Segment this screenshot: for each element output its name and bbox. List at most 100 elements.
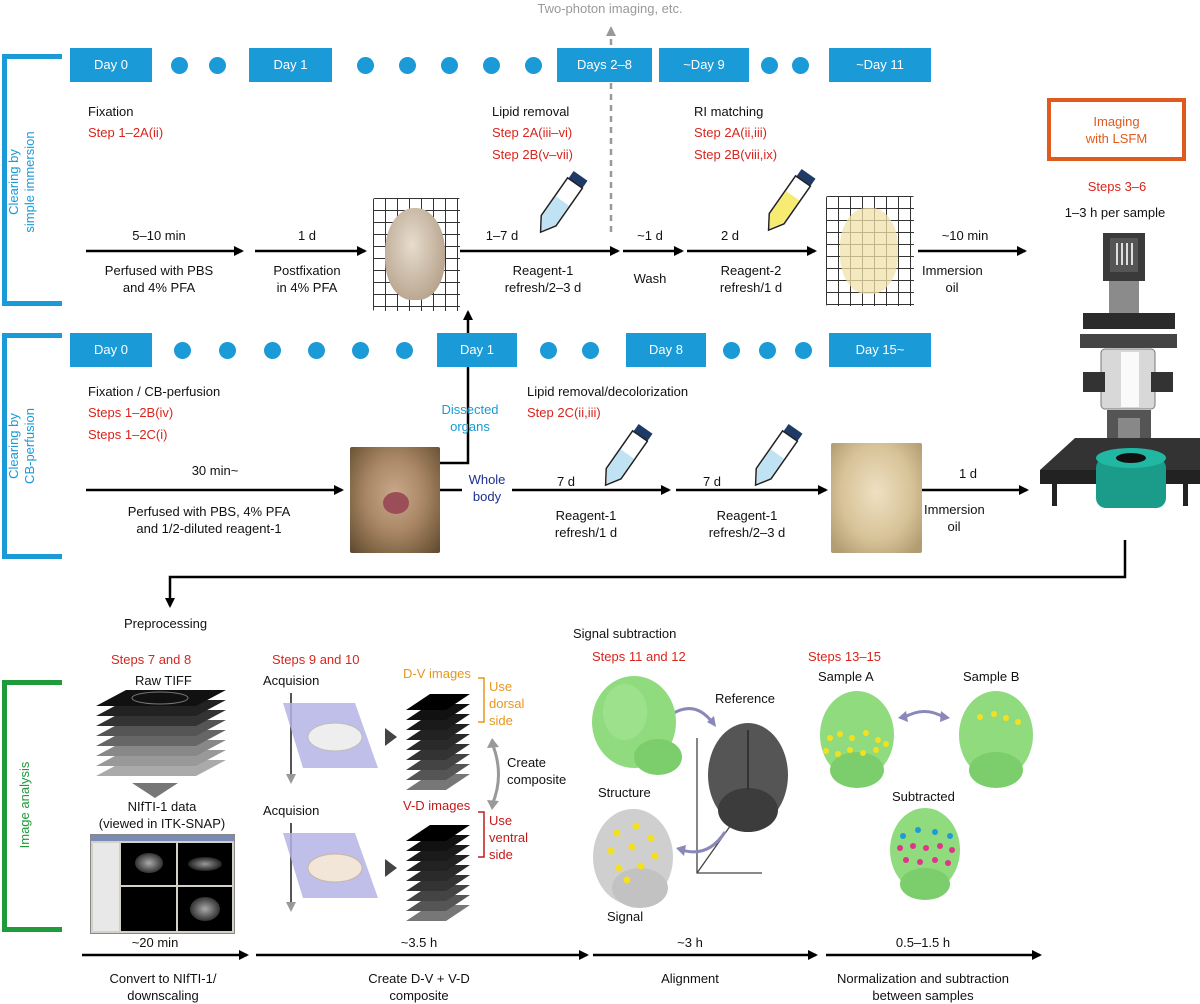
arrow-to-preprocessing <box>165 540 1127 608</box>
arrow-label-top: 0.5–1.5 h <box>895 935 951 950</box>
row1-day-1: Day 1 <box>249 48 332 82</box>
cleared-mouse-photo <box>831 443 922 553</box>
image-analysis-frame <box>2 680 62 932</box>
step-cb-2: Steps 1–2C(i) <box>88 427 168 442</box>
timeline-dot <box>723 342 740 359</box>
arrow-label-top: 1 d <box>958 466 978 481</box>
timeline-dot <box>525 57 542 74</box>
row2-day-15: Day 15~ <box>829 333 931 367</box>
arrow-label-top: 7 d <box>556 474 576 489</box>
sample-b-label: Sample B <box>963 669 1020 684</box>
timeline-dot <box>264 342 281 359</box>
dv-image-stack <box>406 694 470 790</box>
stage-lipid-removal: Lipid removal <box>492 104 570 119</box>
cleared-brain-photo <box>826 196 914 306</box>
raw-tiff-down-triangle <box>132 783 178 798</box>
steps-3-6: Steps 3–6 <box>1087 179 1147 194</box>
arrow-label-top: 7 d <box>702 474 722 489</box>
row1-day-9: ~Day 9 <box>659 48 749 82</box>
arrow-label-top: ~1 d <box>637 228 663 243</box>
step-fixation: Step 1–2A(ii) <box>88 125 164 140</box>
arrow-label-bottom: Alignment <box>661 971 719 986</box>
raw-tiff-label: Raw TIFF <box>135 673 192 688</box>
step-ri-2: Step 2B(viii,ix) <box>694 147 778 162</box>
timeline-dot <box>219 342 236 359</box>
timeline-dot <box>483 57 500 74</box>
dv-images-label: D-V images <box>403 666 471 681</box>
stage-ri-matching: RI matching <box>694 104 764 119</box>
step-lipid-1: Step 2A(iii–vi) <box>492 125 573 140</box>
imaging-time: 1–3 h per sample <box>1064 205 1166 220</box>
nifti-label: NIfTI-1 data(viewed in ITK-SNAP) <box>98 799 226 831</box>
arrow-label-top: ~20 min <box>131 935 179 950</box>
arrow-label-top: 30 min~ <box>191 463 239 478</box>
perfused-mouse-photo <box>350 447 440 553</box>
step-cb-1: Steps 1–2B(iv) <box>88 405 174 420</box>
subtracted-label: Subtracted <box>892 789 955 804</box>
row1-days-2-8: Days 2–8 <box>557 48 652 82</box>
arrow-label-bottom: Convert to NIfTI-1/downscaling <box>109 971 217 1003</box>
vd-images-label: V-D images <box>403 798 471 813</box>
two-photon-label: Two-photon imaging, etc. <box>537 1 683 16</box>
arrow-label-top: 5–10 min <box>132 228 186 243</box>
signal-subtraction-title: Signal subtraction <box>573 626 677 641</box>
vd-image-stack <box>406 825 470 921</box>
timeline-dot <box>396 342 413 359</box>
timeline-dot <box>759 342 776 359</box>
steps-13-15: Steps 13–15 <box>808 649 882 664</box>
dv-triangle <box>385 728 397 746</box>
arrow-label-top: ~10 min <box>941 228 989 243</box>
timeline-dot <box>399 57 416 74</box>
simple-immersion-frame <box>2 54 62 306</box>
row2-day-1: Day 1 <box>437 333 517 367</box>
stage-cb-fixation: Fixation / CB-perfusion <box>88 384 221 399</box>
steps-9-10: Steps 9 and 10 <box>272 652 360 667</box>
timeline-dot <box>540 342 557 359</box>
row2-day-0: Day 0 <box>70 333 152 367</box>
cb-perfusion-frame <box>2 333 62 559</box>
sample-a-label: Sample A <box>818 669 874 684</box>
step-lipid-2: Step 2B(v–vii) <box>492 147 573 162</box>
arrow-label-top: ~3 h <box>677 935 703 950</box>
timeline-dot <box>308 342 325 359</box>
arrow-label-bottom: Wash <box>633 271 667 286</box>
timeline-dot <box>357 57 374 74</box>
acquision-1: Acquision <box>263 673 320 688</box>
timeline-dot <box>795 342 812 359</box>
timeline-dot <box>174 342 191 359</box>
reference-label: Reference <box>715 691 775 706</box>
row1-day-0: Day 0 <box>70 48 152 82</box>
timeline-dot <box>209 57 226 74</box>
timeline-dot <box>582 342 599 359</box>
stage-lipid-decolorization: Lipid removal/decolorization <box>527 384 689 399</box>
timeline-dot <box>171 57 188 74</box>
vd-triangle <box>385 859 397 877</box>
fixed-brain-photo <box>373 198 460 311</box>
timeline-dot <box>441 57 458 74</box>
arrow-label-top: 1–7 d <box>485 228 519 243</box>
stage-fixation: Fixation <box>88 104 134 119</box>
itk-snap-screenshot <box>90 834 235 934</box>
steps-11-12: Steps 11 and 12 <box>592 649 686 664</box>
timeline-dot <box>352 342 369 359</box>
step-lipid-cb: Step 2C(ii,iii) <box>527 405 601 420</box>
